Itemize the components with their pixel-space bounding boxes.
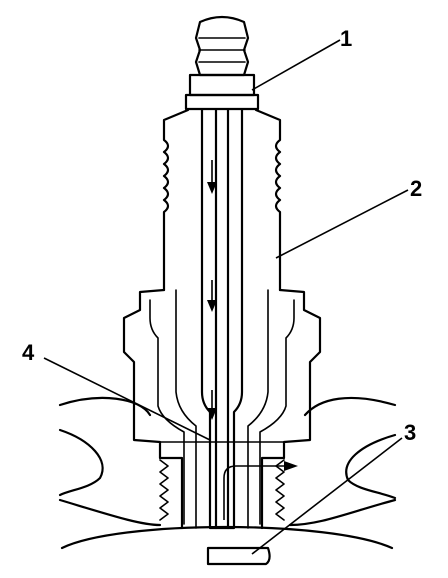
callout-4: 4 xyxy=(22,340,35,365)
right-arrow-icon xyxy=(284,461,298,471)
metal-shell xyxy=(122,288,322,530)
ground-electrode xyxy=(206,546,271,566)
callout-3: 3 xyxy=(404,420,416,445)
insulator-body xyxy=(162,108,282,292)
down-arrow-icon xyxy=(207,182,217,194)
callout-2: 2 xyxy=(410,176,422,201)
down-arrow-icon xyxy=(207,300,217,312)
down-arrow-icon xyxy=(207,408,217,420)
shell-threads xyxy=(159,459,285,521)
heat-flow-arrows xyxy=(207,160,298,520)
insulator-core xyxy=(175,108,269,530)
terminal-nut xyxy=(184,15,260,111)
callout-leaders xyxy=(43,39,409,555)
callout-1: 1 xyxy=(340,26,352,51)
center-electrode xyxy=(214,108,230,530)
